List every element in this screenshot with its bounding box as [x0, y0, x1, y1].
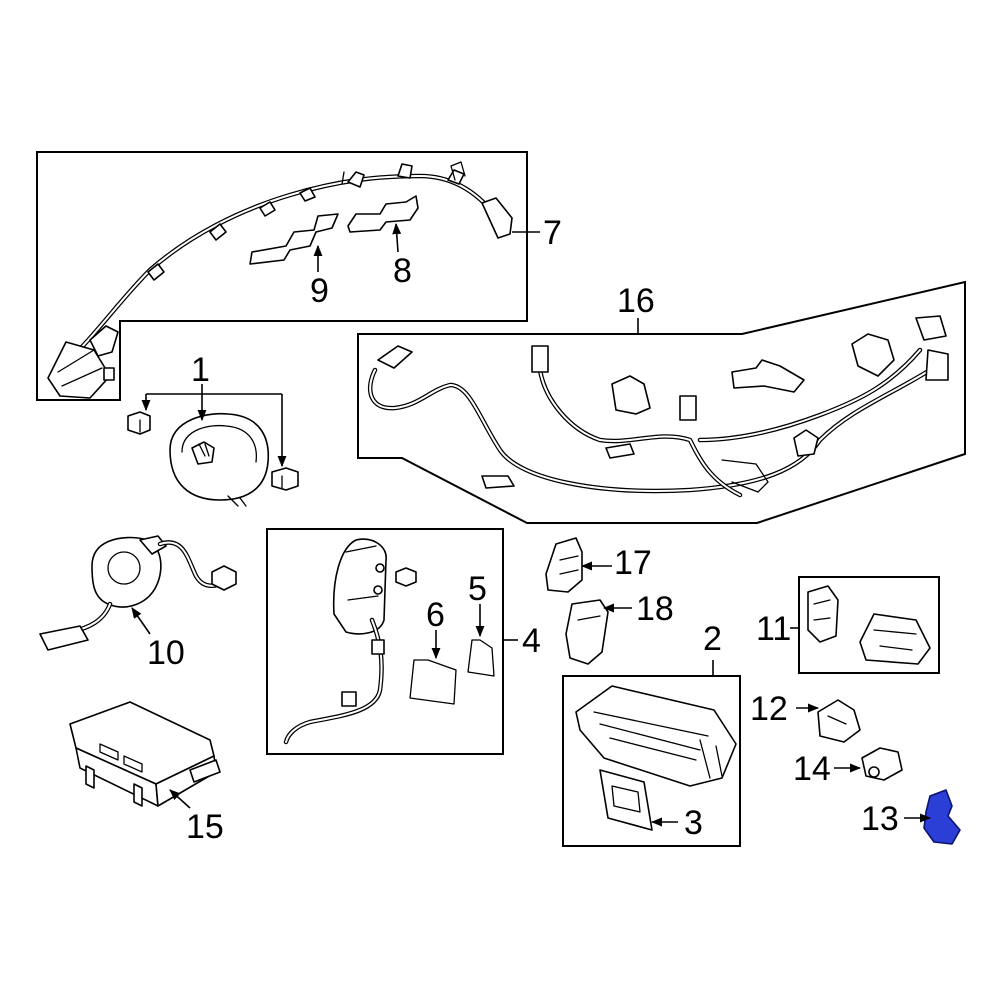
clock-spring [39, 535, 237, 651]
callout-8: 8 [393, 252, 412, 290]
sensor-12 [817, 699, 861, 743]
callout-11: 11 [756, 610, 791, 648]
callout-16: 16 [617, 282, 655, 320]
driver-airbag [127, 411, 299, 507]
callout-9: 9 [310, 272, 329, 310]
callout-10: 10 [147, 634, 185, 672]
impact-sensor-13[interactable] [923, 789, 961, 845]
side-airbag-group [266, 528, 504, 755]
callout-15: 15 [186, 808, 224, 846]
sensor-14 [861, 747, 903, 781]
clip-6 [409, 659, 457, 705]
bracket-3 [599, 769, 653, 831]
cover-18 [565, 599, 609, 665]
callout-14: 14 [793, 750, 831, 788]
bolt-right [271, 467, 299, 491]
frame-4 [266, 528, 504, 755]
callout-numbers: 1 2 3 4 5 6 7 8 9 10 11 12 13 14 15 16 1… [147, 214, 899, 846]
frame-16 [357, 280, 966, 524]
srs-control-unit [69, 701, 221, 807]
callout-18: 18 [636, 590, 674, 628]
curtain-airbag-group [36, 151, 528, 401]
callout-1: 1 [191, 351, 210, 389]
callout-3: 3 [684, 804, 703, 842]
bracket-8 [347, 195, 419, 233]
frame-7 [36, 151, 528, 401]
sensor-17 [545, 537, 583, 593]
callout-7: 7 [543, 214, 562, 252]
callout-17: 17 [614, 544, 652, 582]
callout-5: 5 [468, 570, 487, 608]
callout-12: 12 [750, 690, 788, 728]
callout-2: 2 [703, 620, 722, 658]
bracket-9 [249, 213, 339, 265]
frame-2 [562, 675, 741, 847]
callout-4: 4 [522, 622, 541, 660]
clip-5 [467, 639, 495, 677]
bracket-group-11 [798, 576, 940, 674]
frame-11 [798, 576, 940, 674]
sensor-13-highlighted[interactable] [923, 789, 961, 845]
callout-6: 6 [426, 596, 445, 634]
wire-harness-group [357, 280, 966, 524]
bolt-left [127, 411, 151, 435]
leader-lines [131, 222, 932, 827]
passenger-airbag-group [562, 675, 741, 847]
callout-13: 13 [861, 800, 899, 838]
